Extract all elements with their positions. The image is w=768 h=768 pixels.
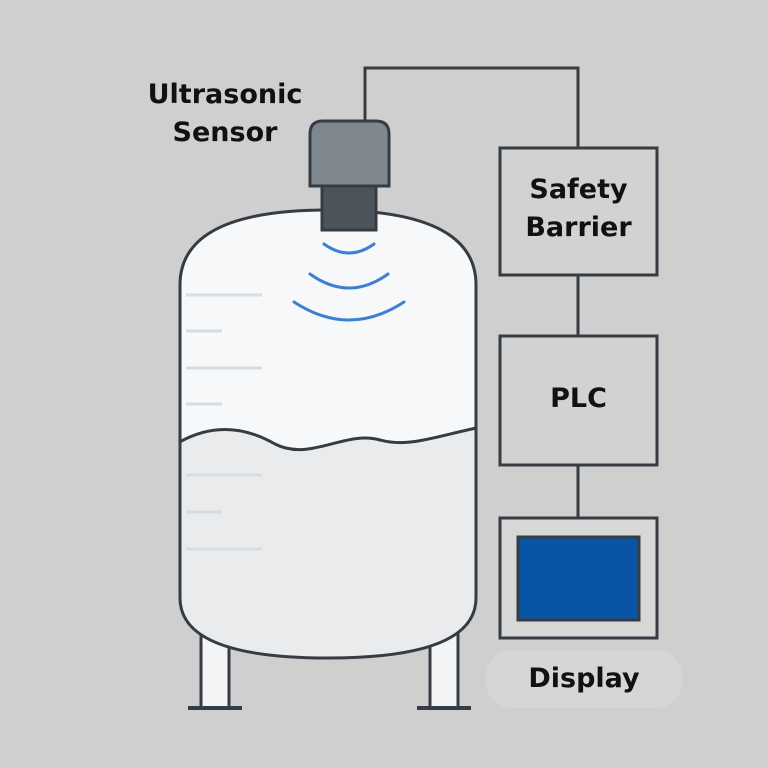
ultrasonic-sensor [308,119,391,232]
storage-tank [178,208,478,660]
sensor-cap [308,119,391,188]
ultrasonic-wave [292,300,406,322]
display-label-backdrop [486,650,682,708]
plc-label-text: PLC [550,383,607,414]
signal-wiring [363,66,580,518]
safety-barrier-label: Safety Barrier [500,171,657,247]
display-screen [516,535,641,622]
plc-label: PLC [500,380,657,418]
display-label-text: Display [528,663,640,694]
sensor-to-barrier-wire [363,66,580,148]
ultrasonic-waves [292,242,406,322]
display-label: Display [486,660,682,698]
liquid-surface [180,424,476,452]
safety-barrier-box [498,146,659,277]
ultrasonic-wave [322,242,376,255]
tank-outline [178,208,478,660]
safety-barrier-label-line-1: Safety [529,174,628,205]
sensor-label: Ultrasonic Sensor [140,76,310,152]
display-panel [486,516,682,708]
sensor-neck [320,182,378,232]
sensor-label-line-1: Ultrasonic [147,79,303,110]
tank-liquid [180,426,476,658]
level-gauge-marks [186,293,262,551]
safety-barrier-label-line-2: Barrier [525,212,632,243]
ultrasonic-wave [308,272,390,290]
sensor-label-line-2: Sensor [172,117,278,148]
plc-box [498,334,659,467]
